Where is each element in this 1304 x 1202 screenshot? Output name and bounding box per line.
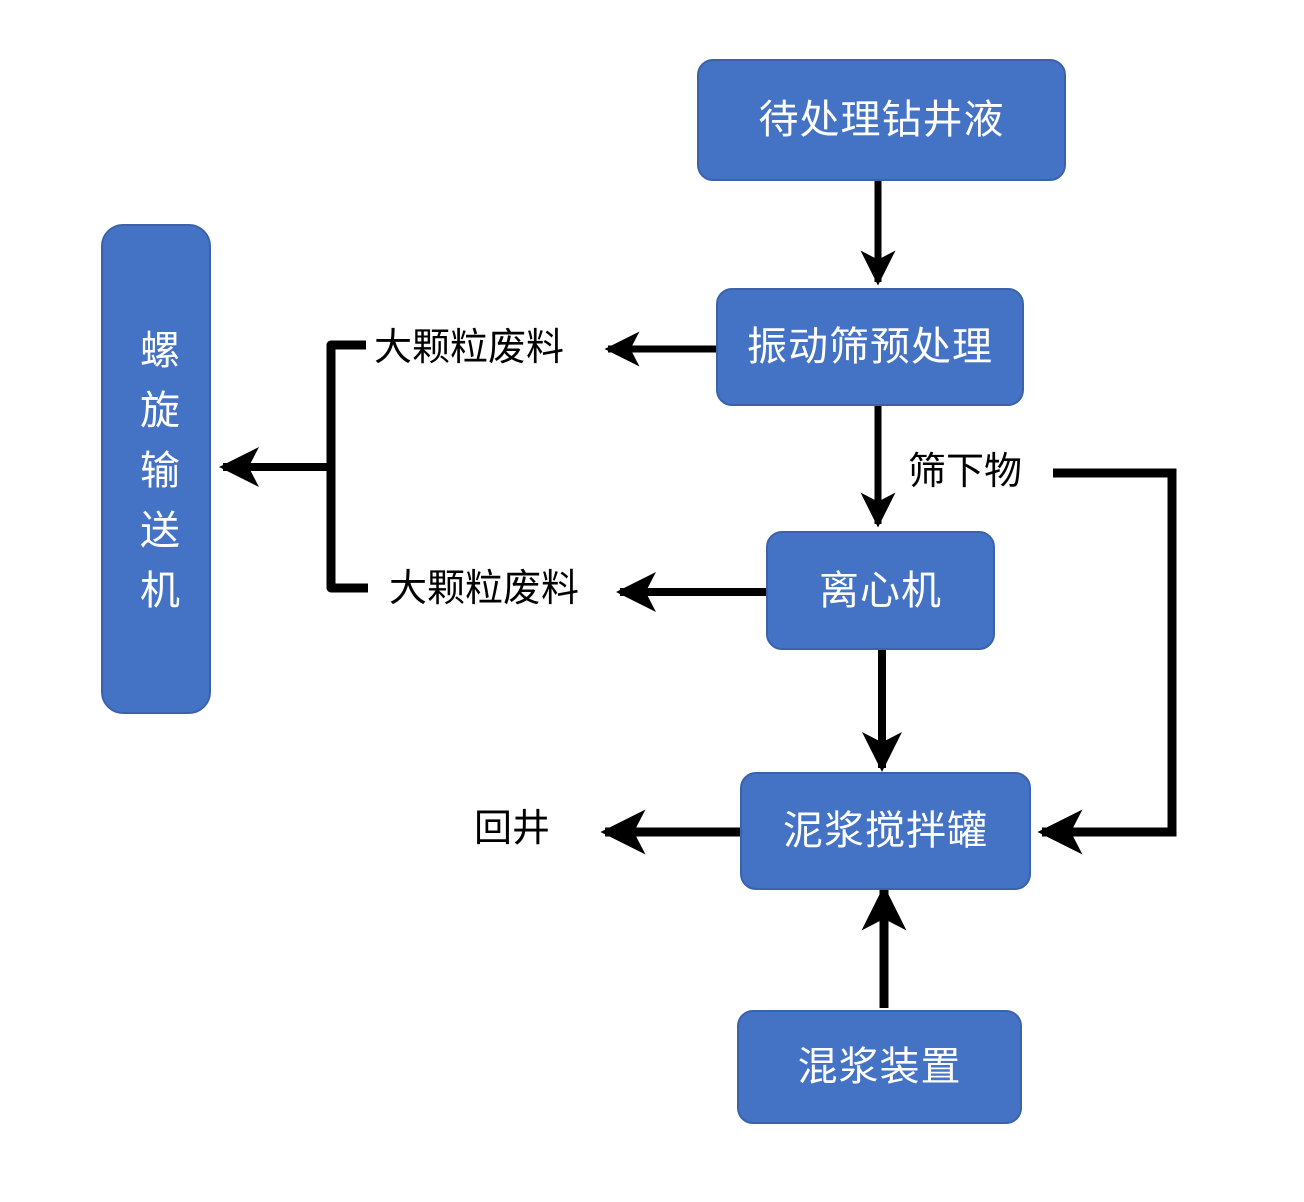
node-shaker-label: 振动筛预处理 (747, 324, 993, 369)
node-centrifuge-label: 离心机 (819, 567, 942, 613)
edge-coarse-waste-bracket (326, 340, 368, 593)
edge-label-undersize: 筛下物 (908, 451, 1023, 493)
edge-label-coarse-waste-bottom: 大颗粒废料 (389, 568, 580, 610)
edge-label-coarse-waste-top: 大颗粒废料 (374, 327, 565, 369)
node-mudtank-label: 泥浆搅拌罐 (783, 808, 988, 853)
node-mixer[interactable]: 混浆装置 (737, 1010, 1022, 1124)
node-feed[interactable]: 待处理钻井液 (697, 59, 1066, 181)
node-feed-label: 待处理钻井液 (758, 97, 1005, 142)
node-conveyor-label: 螺旋输送机 (134, 329, 179, 629)
node-mudtank[interactable]: 泥浆搅拌罐 (740, 772, 1031, 890)
node-shaker[interactable]: 振动筛预处理 (716, 288, 1024, 406)
edge-undersize-to-mudtank (1037, 468, 1177, 855)
edge-label-return-to-well: 回井 (474, 808, 551, 850)
node-mixer-label: 混浆装置 (797, 1044, 962, 1089)
node-centrifuge[interactable]: 离心机 (766, 531, 995, 650)
node-conveyor[interactable]: 螺旋输送机 (101, 224, 211, 714)
